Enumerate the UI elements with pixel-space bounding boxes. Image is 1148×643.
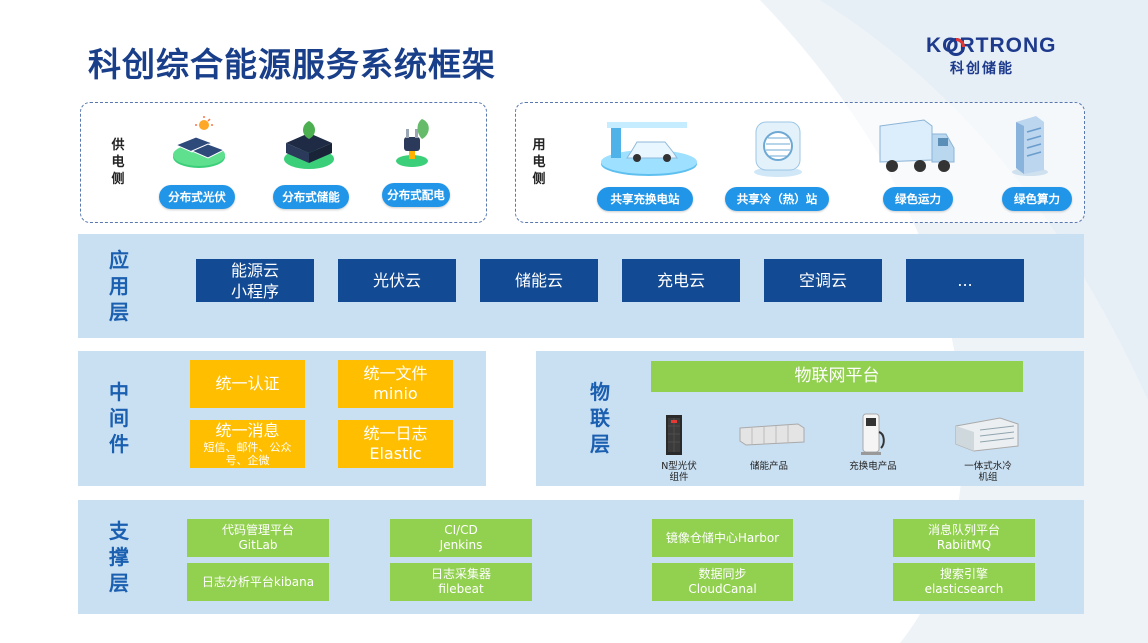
iot-layer-label: 物联层 bbox=[590, 380, 610, 456]
support-item-box: 代码管理平台 GitLab bbox=[187, 519, 329, 557]
supply-item-pill: 分布式储能 bbox=[273, 185, 349, 209]
supply-item-pill: 分布式光伏 bbox=[159, 185, 235, 209]
demand-item-pill: 共享充换电站 bbox=[597, 187, 693, 211]
app-item-box: 能源云 小程序 bbox=[196, 259, 314, 302]
middleware-item-box: 统一日志 Elastic bbox=[338, 420, 453, 468]
iot-device-label: N型光伏 组件 bbox=[661, 461, 697, 483]
page-title: 科创综合能源服务系统框架 bbox=[88, 45, 496, 84]
support-item-box: 镜像仓储中心Harbor bbox=[652, 519, 793, 557]
iot-device-label: 一体式水冷 机组 bbox=[964, 461, 1012, 483]
middleware-item-main: 统一日志 Elastic bbox=[363, 424, 428, 463]
middleware-item-sub: 短信、邮件、公众号、企微 bbox=[203, 441, 292, 467]
hvac-unit-icon bbox=[754, 121, 802, 177]
middleware-layer-label: 中间件 bbox=[109, 380, 129, 456]
middleware-item-box: 统一认证 bbox=[190, 360, 305, 408]
support-layer-label: 支撑层 bbox=[109, 519, 129, 595]
support-item-box: 数据同步 CloudCanal bbox=[652, 563, 793, 601]
support-item-box: 搜索引擎 elasticsearch bbox=[893, 563, 1035, 601]
storage-cabinet-icon bbox=[739, 423, 805, 446]
support-item-box: 消息队列平台 RabiitMQ bbox=[893, 519, 1035, 557]
middleware-item-box: 统一消息 短信、邮件、公众号、企微 bbox=[190, 420, 305, 468]
battery-storage-icon bbox=[284, 121, 334, 169]
demand-side-label: 用电侧 bbox=[532, 138, 546, 187]
app-item-box: 光伏云 bbox=[338, 259, 456, 302]
application-layer-label: 应用层 bbox=[109, 248, 129, 324]
middleware-item-main: 统一文件 minio bbox=[363, 364, 428, 403]
iot-platform-bar: 物联网平台 bbox=[651, 361, 1023, 392]
support-item-box: 日志分析平台kibana bbox=[187, 563, 329, 601]
app-item-box: 充电云 bbox=[622, 259, 740, 302]
iot-device-label: 充换电产品 bbox=[849, 461, 897, 472]
supply-item-pill: 分布式配电 bbox=[382, 183, 450, 207]
ev-charger-icon bbox=[861, 413, 885, 455]
demand-item-pill: 共享冷（热）站 bbox=[725, 187, 829, 211]
demand-item-pill: 绿色运力 bbox=[883, 187, 953, 211]
app-item-box: 空调云 bbox=[764, 259, 882, 302]
middleware-item-main: 统一认证 bbox=[215, 374, 280, 393]
iot-device-label: 储能产品 bbox=[749, 461, 788, 472]
supply-side-label: 供电侧 bbox=[111, 138, 125, 187]
logo-mark-icon bbox=[947, 38, 965, 56]
logo-text-cn: 科创储能 bbox=[950, 61, 1014, 77]
server-icon bbox=[1012, 116, 1048, 176]
middleware-item-box: 统一文件 minio bbox=[338, 360, 453, 408]
demand-item-pill: 绿色算力 bbox=[1002, 187, 1072, 211]
pv-module-icon bbox=[666, 415, 682, 455]
app-item-box: 储能云 bbox=[480, 259, 598, 302]
middleware-item-main: 统一消息 bbox=[215, 421, 280, 440]
app-item-box: ... bbox=[906, 259, 1024, 302]
support-item-box: CI/CD Jenkins bbox=[390, 519, 532, 557]
truck-icon bbox=[879, 119, 955, 172]
charging-station-icon bbox=[601, 122, 697, 176]
water-cooling-unit-icon bbox=[955, 417, 1019, 452]
logo: KORTRONG 科创储能 bbox=[926, 34, 1068, 78]
power-plug-icon bbox=[396, 119, 429, 167]
solar-panel-icon bbox=[173, 116, 226, 168]
support-item-box: 日志采集器 filebeat bbox=[390, 563, 532, 601]
